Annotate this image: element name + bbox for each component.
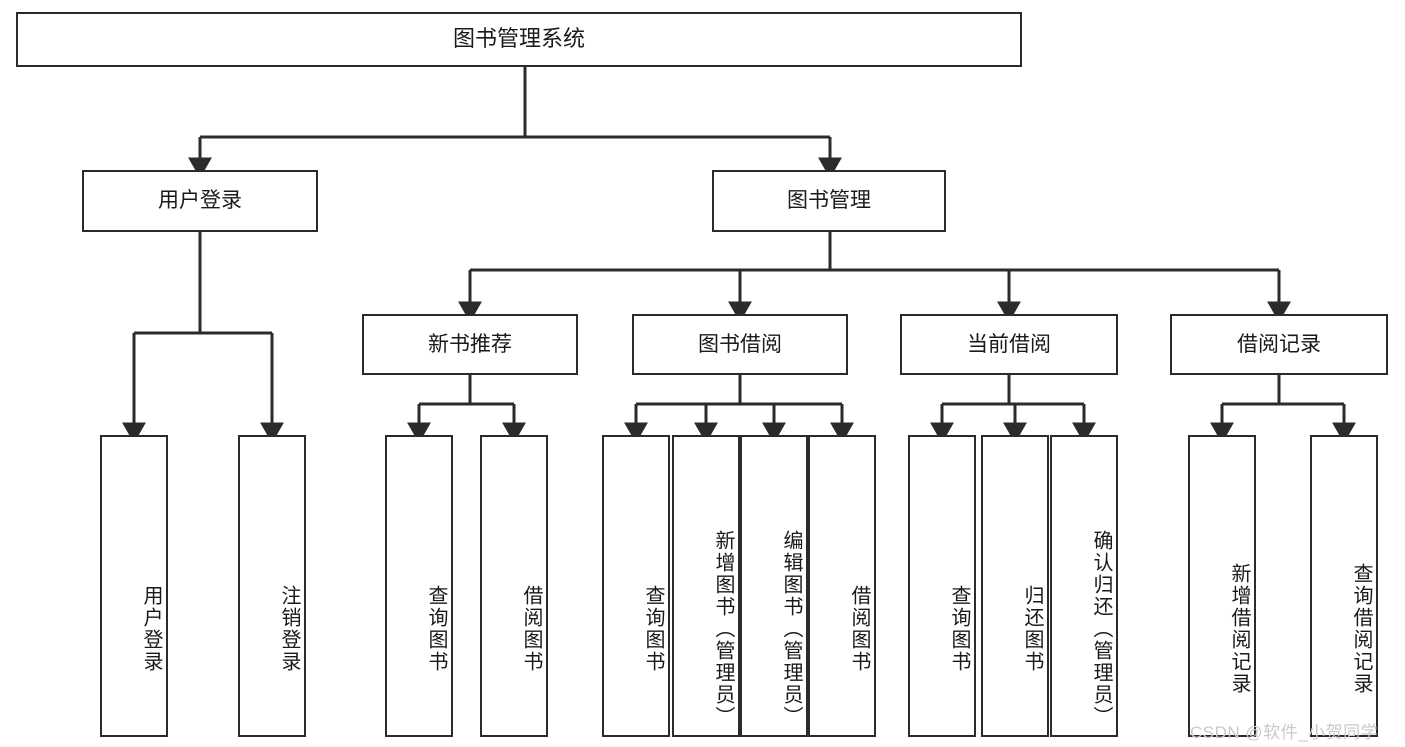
- node-user-login[interactable]: 用户登录: [82, 170, 318, 232]
- node-book-management[interactable]: 图书管理: [712, 170, 946, 232]
- leaf-add-book-admin[interactable]: 新增图书（管理员）: [672, 435, 740, 737]
- leaf-return-book[interactable]: 归还图书: [981, 435, 1049, 737]
- watermark: CSDN @软件_小贺同学: [1190, 723, 1379, 742]
- node-book-borrow[interactable]: 图书借阅: [632, 314, 848, 375]
- leaf-add-borrow-record[interactable]: 新增借阅记录: [1188, 435, 1256, 737]
- leaf-query-book-recommend[interactable]: 查询图书: [385, 435, 453, 737]
- leaf-query-book-borrow[interactable]: 查询图书: [602, 435, 670, 737]
- leaf-user-login[interactable]: 用户登录: [100, 435, 168, 737]
- leaf-logout[interactable]: 注销登录: [238, 435, 306, 737]
- leaf-borrow-book-recommend[interactable]: 借阅图书: [480, 435, 548, 737]
- leaf-borrow-book[interactable]: 借阅图书: [808, 435, 876, 737]
- leaf-edit-book-admin[interactable]: 编辑图书（管理员）: [740, 435, 808, 737]
- node-root[interactable]: 图书管理系统: [16, 12, 1022, 67]
- node-new-book-recommend[interactable]: 新书推荐: [362, 314, 578, 375]
- leaf-query-book-current[interactable]: 查询图书: [908, 435, 976, 737]
- node-borrow-record[interactable]: 借阅记录: [1170, 314, 1388, 375]
- node-current-borrow[interactable]: 当前借阅: [900, 314, 1118, 375]
- leaf-query-borrow-record[interactable]: 查询借阅记录: [1310, 435, 1378, 737]
- leaf-confirm-return-admin[interactable]: 确认归还（管理员）: [1050, 435, 1118, 737]
